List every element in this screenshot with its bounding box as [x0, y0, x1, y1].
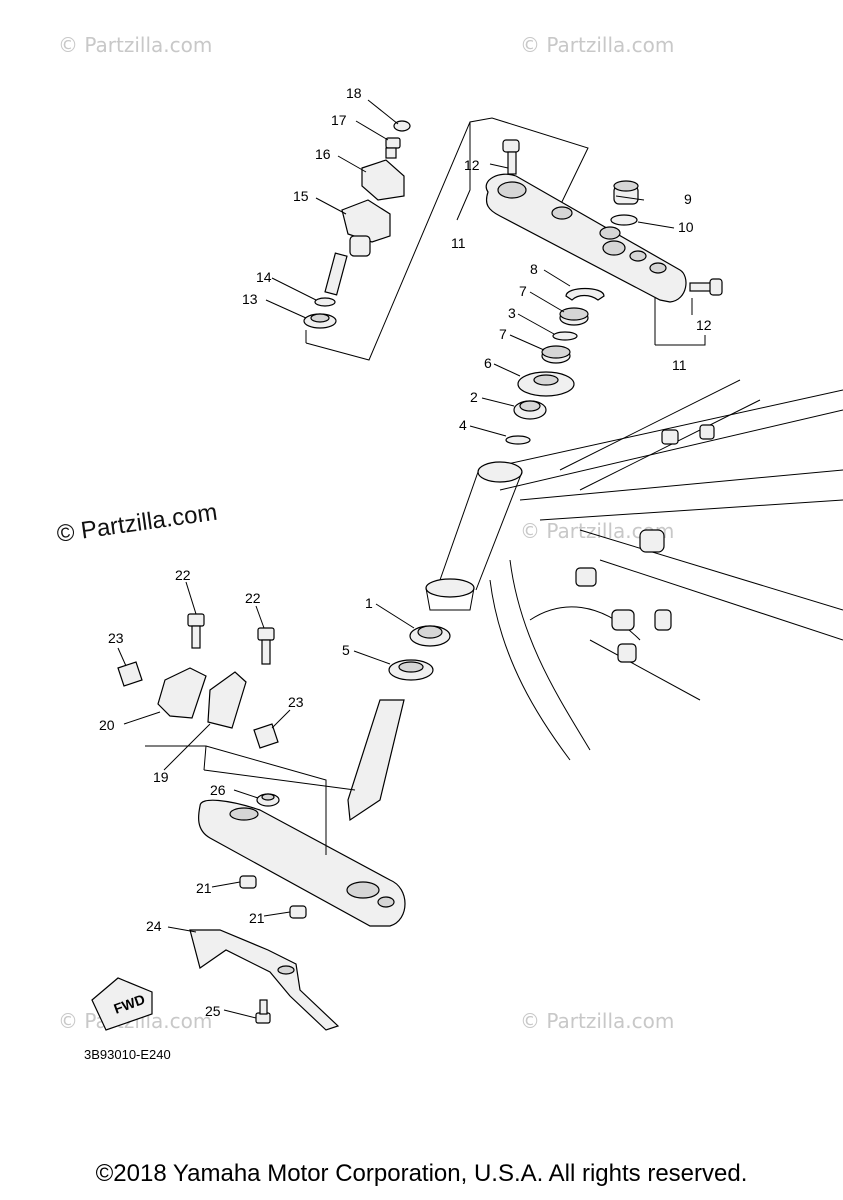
callout-9: 9: [684, 191, 692, 207]
callout-12-top: 12: [464, 157, 480, 173]
callout-18: 18: [346, 85, 362, 101]
callout-14: 14: [256, 269, 272, 285]
clip-23-right: [253, 723, 279, 749]
callout-7-lower: 7: [499, 326, 507, 342]
bolt-22-right: [257, 627, 275, 665]
under-bracket: [197, 699, 406, 927]
cover-6: [517, 371, 575, 397]
callout-4: 4: [459, 417, 467, 433]
callout-leaders: [117, 99, 693, 1019]
callout-22-right: 22: [245, 590, 261, 606]
callout-12-right: 12: [696, 317, 712, 333]
callout-16: 16: [315, 146, 331, 162]
callout-25: 25: [205, 1003, 221, 1019]
watermark-top-right: © Partzilla.com: [520, 33, 674, 57]
callout-19: 19: [153, 769, 169, 785]
bolt-12-right: [689, 278, 723, 296]
bolt-12-top: [502, 139, 520, 175]
callout-6: 6: [484, 355, 492, 371]
callout-3: 3: [508, 305, 516, 321]
ring-nut-7-lower: [541, 345, 571, 364]
nut-9: [613, 180, 639, 205]
nut-21-right: [289, 905, 307, 919]
callout-15: 15: [293, 188, 309, 204]
callout-21-left: 21: [196, 880, 212, 896]
callout-10: 10: [678, 219, 694, 235]
bolt-22-left: [187, 613, 205, 649]
handle-holder-15: [324, 199, 391, 296]
watermark-center-left: © Partzilla.com: [55, 499, 219, 548]
callout-5: 5: [342, 642, 350, 658]
nut-21-left: [239, 875, 257, 889]
callout-7-upper: 7: [519, 283, 527, 299]
clip-23-left: [117, 661, 143, 687]
head-pipe: [425, 461, 523, 611]
washer-10: [610, 214, 638, 226]
fwd-arrow: FWD: [91, 977, 153, 1031]
guide-24: [189, 929, 340, 1031]
callout-23-left: 23: [108, 630, 124, 646]
bearing-1: [409, 625, 451, 647]
callout-22-left: 22: [175, 567, 191, 583]
bracket-upper-leaders: [305, 117, 706, 361]
grommet-26: [256, 793, 280, 807]
bracket-lower-leaders: [145, 745, 356, 855]
seal-4: [505, 435, 531, 445]
bolt-17: [385, 137, 401, 159]
callout-26: 26: [210, 782, 226, 798]
damper-13: [303, 313, 337, 329]
watermark-bottom-right: © Partzilla.com: [520, 1009, 674, 1033]
callout-1: 1: [365, 595, 373, 611]
bolt-25: [255, 999, 271, 1024]
frame-assembly: [479, 379, 843, 761]
callout-21-right: 21: [249, 910, 265, 926]
washer-3: [552, 331, 578, 341]
diagram-code: 3B93010-E240: [84, 1047, 171, 1062]
bearing-2: [513, 400, 547, 420]
bracket-19: [207, 671, 247, 729]
lock-washer-8: [565, 287, 605, 301]
callout-17: 17: [331, 112, 347, 128]
copyright-notice: ©2018 Yamaha Motor Corporation, U.S.A. A…: [95, 1160, 748, 1187]
watermark-top-left: © Partzilla.com: [58, 33, 212, 57]
callout-11-right: 11: [672, 357, 687, 373]
seal-5: [388, 659, 434, 681]
ring-nut-7-upper: [559, 307, 589, 326]
washer-14: [314, 297, 336, 307]
bracket-20: [157, 667, 207, 719]
callout-24: 24: [146, 918, 162, 934]
upper-bracket: [485, 173, 687, 303]
callout-2: 2: [470, 389, 478, 405]
callout-20: 20: [99, 717, 115, 733]
callout-23-right: 23: [288, 694, 304, 710]
callout-11-left: 11: [451, 235, 466, 251]
callout-13: 13: [242, 291, 258, 307]
callout-8: 8: [530, 261, 538, 277]
callout-labels: 1 2 3 4 5 6 7 7 8 9 10 11 11 12 12 13 14…: [99, 85, 712, 1019]
upper-holder-16: [361, 159, 405, 201]
